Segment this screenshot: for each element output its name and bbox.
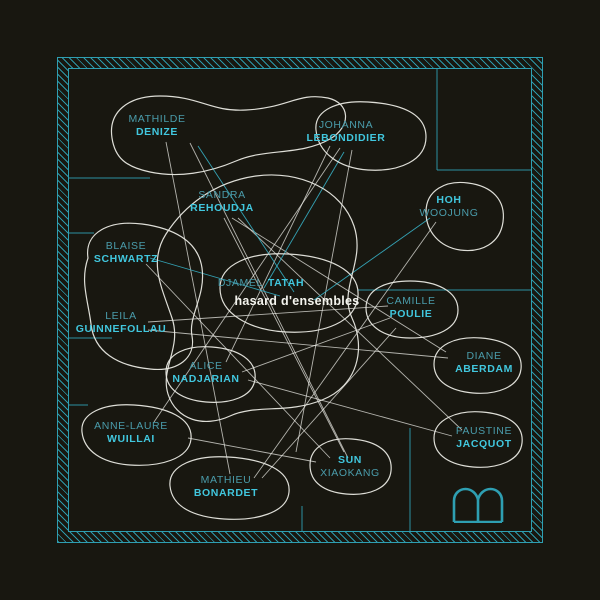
artist-label-sandra-rehoudja: SANDRA REHOUDJA (190, 189, 254, 215)
hatched-border-frame (57, 57, 543, 543)
artist-label-mathilde-denize: MATHILDE DENIZE (128, 113, 185, 139)
artist-label-blaise-schwartz: BLAISE SCHWARTZ (94, 240, 158, 266)
artist-firstname: JOHANNA (318, 119, 374, 131)
artist-firstname: DIANE (466, 350, 502, 362)
artist-label-faustine-jacquot: FAUSTINE JACQUOT (456, 425, 512, 451)
artist-firstname: LEILA (105, 310, 137, 322)
artist-lastname: JACQUOT (456, 438, 512, 450)
artist-lastname: REHOUDJA (190, 202, 254, 214)
artist-firstname: CAMILLE (386, 295, 436, 307)
artist-lastname: GUINNEFOLLAU (75, 323, 167, 335)
blob-outlines (81, 95, 523, 520)
open-book-logo-icon (452, 487, 504, 523)
artist-firstname: MATHILDE (128, 113, 186, 125)
artist-lastname: NADJARIAN (172, 373, 240, 385)
artist-firstname: DJAMEL (217, 277, 263, 289)
artist-firstname: MATHIEU (200, 474, 252, 486)
artist-firstname: FAUSTINE (455, 425, 513, 437)
artist-label-sun-xiaokang: SUN XIAOKANG (320, 454, 380, 480)
poster-title: hasard d'ensembles (234, 294, 360, 308)
artist-lastname: DENIZE (135, 126, 179, 138)
artist-lastname: POULIE (389, 308, 433, 320)
artist-firstname: BLAISE (105, 240, 147, 252)
artist-label-alice-nadjarian: ALICE NADJARIAN (172, 360, 239, 386)
artist-lastname: HOH (436, 194, 462, 206)
artist-firstname: SANDRA (198, 189, 246, 201)
artist-lastname: WUILLAI (107, 433, 155, 445)
artist-label-hoh-woojung: HOH WOOJUNG (419, 194, 478, 220)
artist-lastname: TATAH (267, 277, 305, 289)
artist-firstname: XIAOKANG (320, 467, 380, 479)
artist-firstname: WOOJUNG (419, 207, 479, 219)
artist-lastname: SCHWARTZ (93, 253, 159, 265)
artist-label-johanna-lebondidier: JOHANNA LEBONDIDIER (307, 119, 386, 145)
grid-lines (69, 69, 531, 531)
artist-firstname: ANNE-LAURE (94, 420, 168, 432)
artist-lastname: ABERDAM (455, 363, 513, 375)
artist-label-camille-poulie: CAMILLE POULIE (386, 295, 435, 321)
artist-firstname: ALICE (189, 360, 223, 372)
artist-label-leila-guinnefollau: LEILA GUINNEFOLLAU (76, 310, 167, 336)
artist-lastname: SUN (338, 454, 362, 466)
artist-label-anne-laure-wuillai: ANNE-LAURE WUILLAI (94, 420, 168, 446)
artist-label-djamel-tatah: DJAMEL TATAH (218, 277, 304, 290)
artist-lastname: BONARDET (193, 487, 259, 499)
frame-inner (68, 68, 532, 532)
artist-lastname: LEBONDIDIER (306, 132, 386, 144)
artist-label-mathieu-bonardet: MATHIEU BONARDET (194, 474, 258, 500)
artist-label-diane-aberdam: DIANE ABERDAM (455, 350, 513, 376)
